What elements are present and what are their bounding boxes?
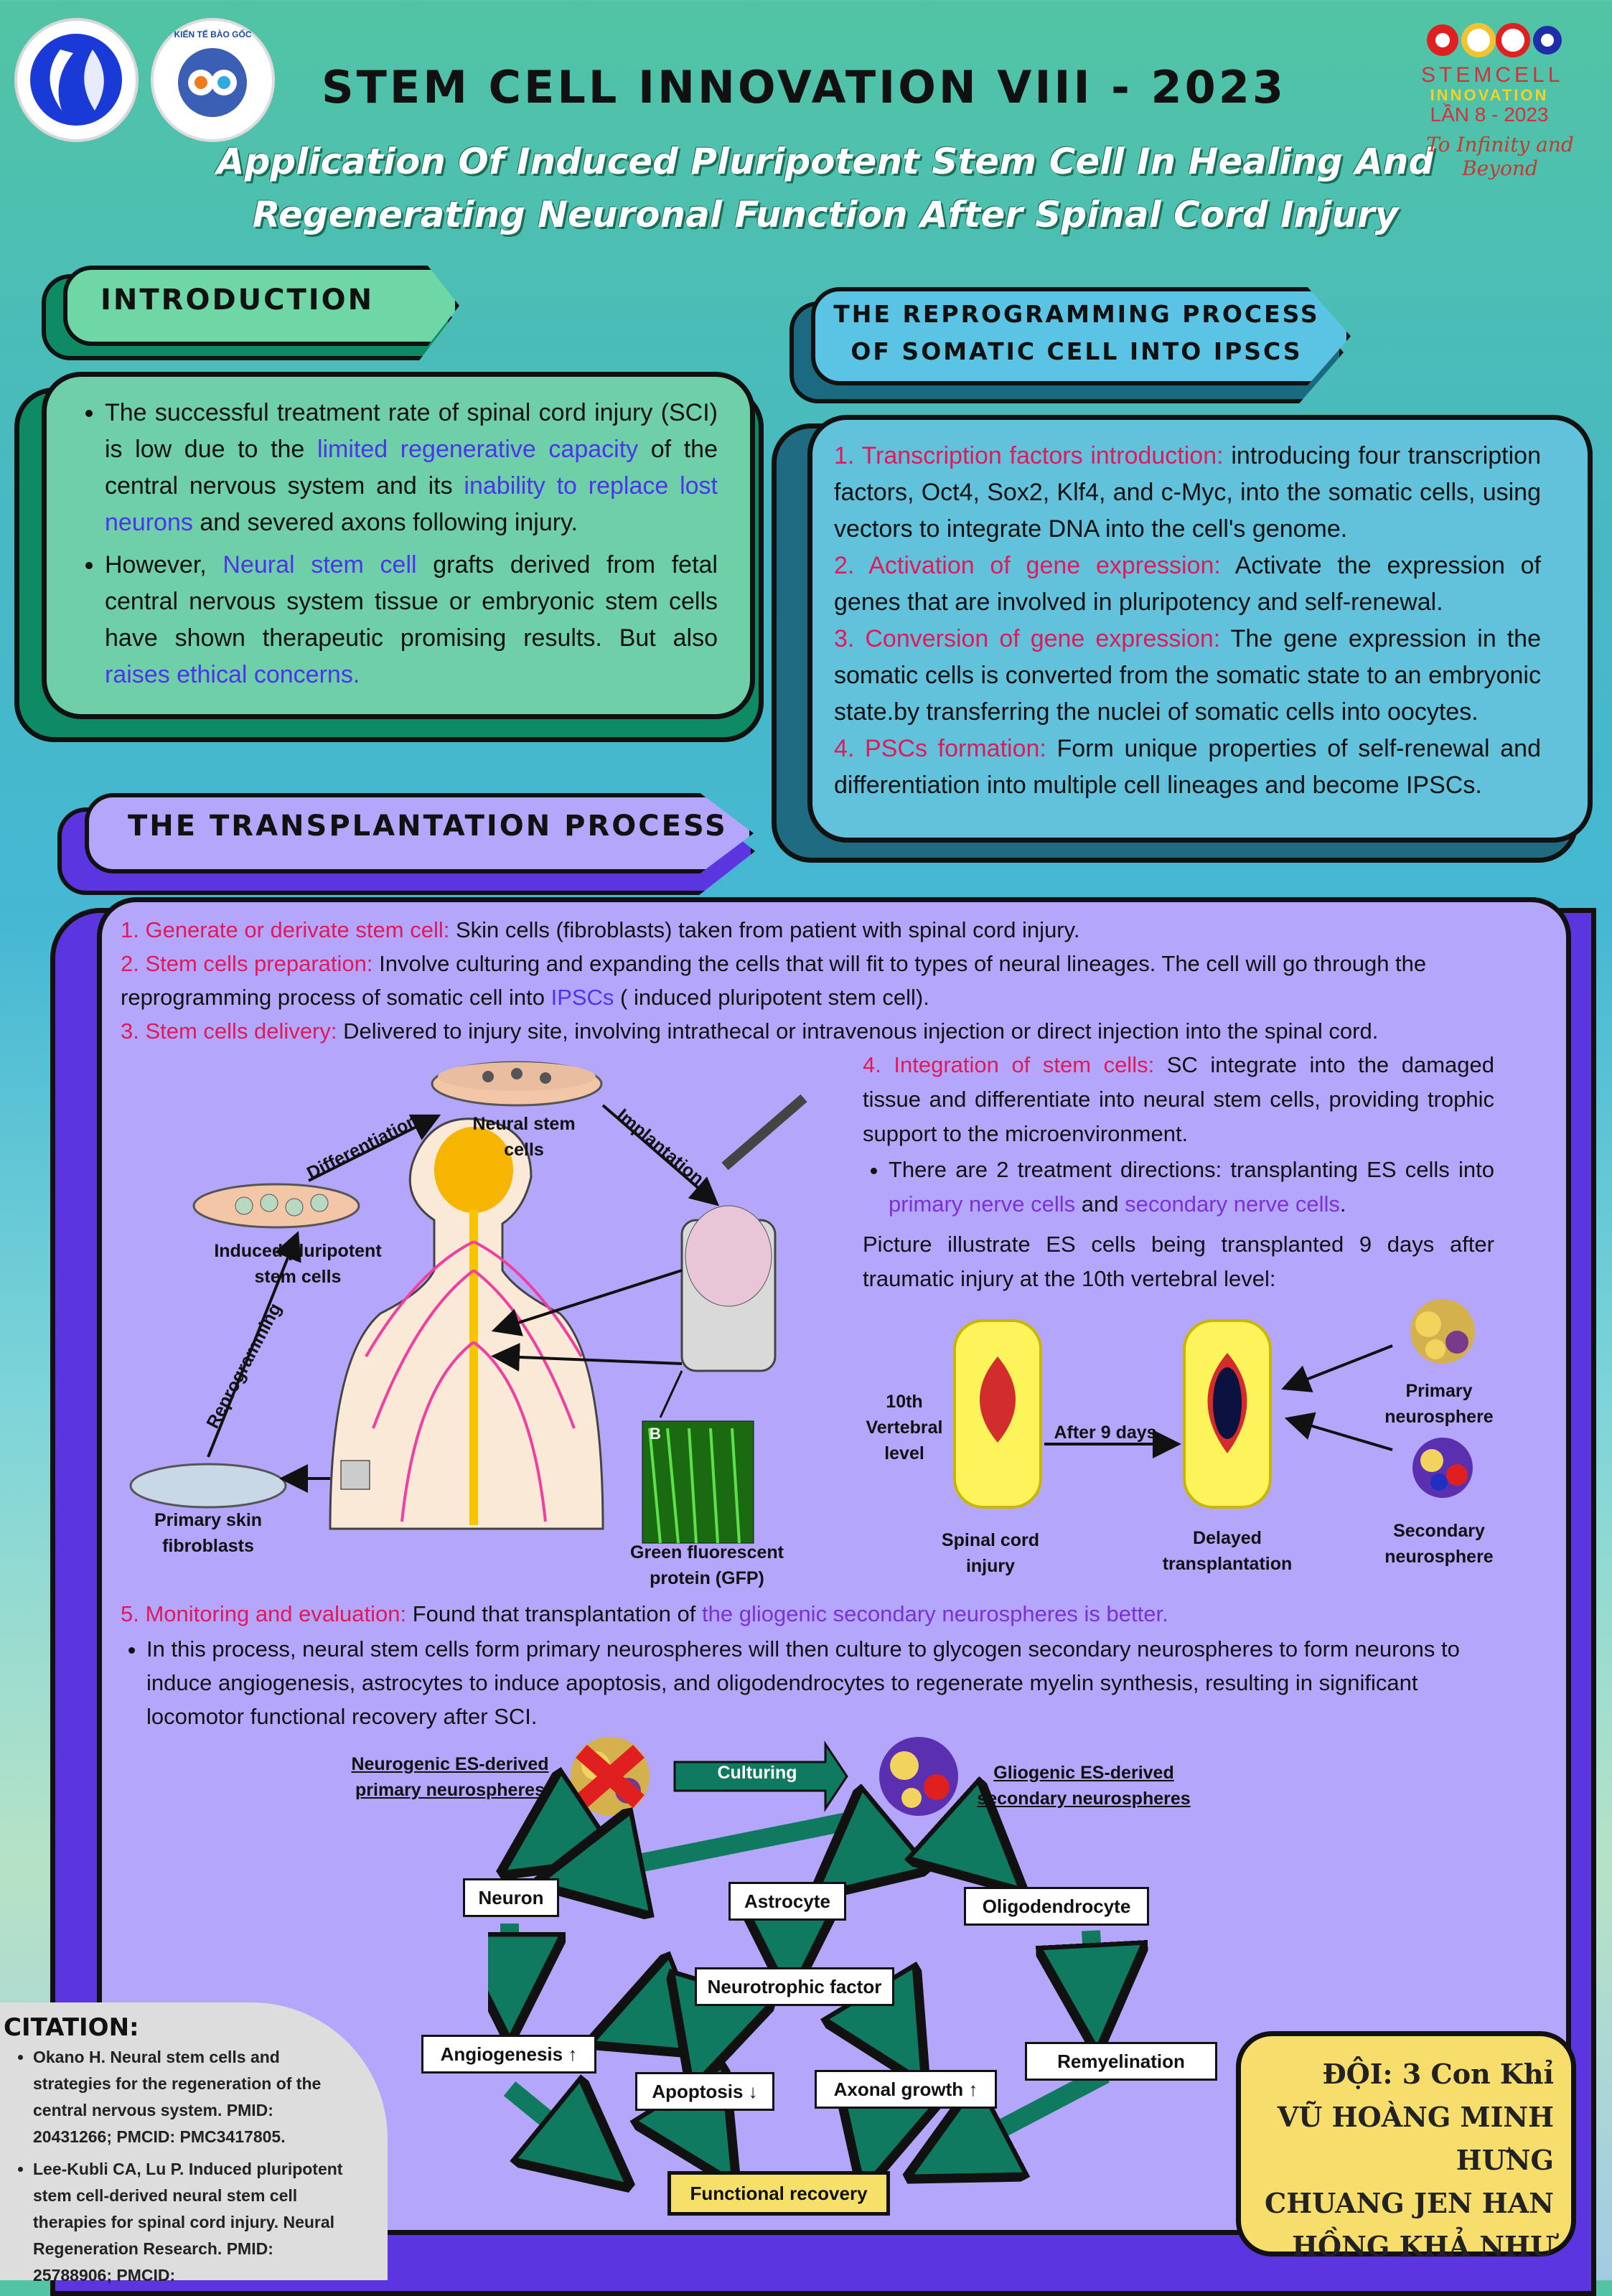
intro-heading-box	[63, 266, 459, 346]
reprog-step-2-title: 2. Activation of gene expression:	[834, 552, 1221, 579]
treatment-directions: There are 2 treatment directions: transp…	[889, 1153, 1494, 1222]
poster-subtitle: Application Of Induced Pluripotent Stem …	[215, 135, 1435, 241]
citation-list: Okano H. Neural stem cells and strategie…	[7, 2044, 349, 2295]
label-neurogenic: Neurogenic ES-derived primary neurospher…	[351, 1754, 549, 1800]
neurotrophic-box: Neurotrophic factor	[695, 1967, 894, 2006]
reprog-box	[807, 415, 1593, 843]
highlight-ipscs: IPSCs	[550, 985, 614, 1010]
secondary-neurosphere-icon-2	[879, 1737, 958, 1816]
fibroblast-dish-icon	[129, 1463, 287, 1509]
intro-text: The successful treatment rate of spinal …	[79, 395, 718, 699]
astrocyte-box: Astrocyte	[728, 1882, 846, 1921]
citation-panel	[0, 2002, 388, 2280]
transplant-step-4-title: 4. Integration of stem cells:	[863, 1052, 1155, 1077]
label-fibroblasts: Primary skin fibroblasts	[154, 1510, 263, 1556]
label-after-days: After 9 days	[1054, 1423, 1157, 1443]
label-culturing: Culturing	[717, 1763, 797, 1783]
brain-icon	[434, 1127, 513, 1213]
poster-title: STEM CELL INNOVATION VIII - 2023	[321, 61, 1287, 113]
citation-heading: CITATION:	[4, 2013, 139, 2042]
organizer-logo	[14, 18, 139, 142]
reprog-heading-box	[811, 287, 1351, 385]
transplant-illustration	[129, 1061, 807, 1544]
remyelination-box: Remyelination	[1025, 2042, 1217, 2081]
highlight-secondary-nerve: secondary nerve cells	[1125, 1191, 1340, 1217]
transplant-heading-box	[85, 793, 754, 873]
label-spinal-injury: Spinal cord injury	[941, 1530, 1040, 1576]
team-member-1: VŨ HOÀNG MINH HƯNG	[1277, 2101, 1554, 2176]
transplant-step-1-title: 1. Generate or derivate stem cell:	[121, 917, 450, 942]
label-vertebral-level: 10th Vertebral level	[866, 1392, 943, 1463]
subtitle-line-1: Application Of Induced Pluripotent Stem …	[216, 141, 1435, 182]
intro-point-1: The successful treatment rate of spinal …	[105, 395, 718, 541]
team-name: ĐỘI: 3 Con Khỉ	[1322, 2058, 1554, 2090]
functional-recovery-box: Functional recovery	[667, 2171, 890, 2216]
label-neural-stem-cells: Neural stem cells	[472, 1114, 576, 1160]
logo2-label: KIẾN TẾ BÀO GỐC	[174, 29, 252, 39]
reprog-heading: THE REPROGRAMMING PROCESS OF SOMATIC CEL…	[833, 300, 1320, 365]
transplant-step-2-title: 2. Stem cells preparation:	[121, 951, 373, 976]
highlight-gliogenic: the gliogenic secondary neurospheres is …	[702, 1601, 1168, 1626]
transplant-step-4: 4. Integration of stem cells: SC integra…	[863, 1048, 1494, 1296]
label-ipsc: Induced pluripotent stem cells	[214, 1241, 382, 1287]
label-gliogenic: Gliogenic ES-derived secondary neurosphe…	[977, 1763, 1191, 1809]
transplant-steps-1-3: 1. Generate or derivate stem cell: Skin …	[121, 917, 1427, 1044]
team-member-2: CHUANG JEN HAN	[1264, 2187, 1554, 2219]
secondary-neurosphere-icon	[1412, 1438, 1473, 1498]
highlight-primary-nerve: primary nerve cells	[889, 1191, 1076, 1217]
citation-item: Okano H. Neural stem cells and strategie…	[33, 2044, 349, 2150]
intro-box	[42, 372, 755, 719]
logo-stemcell: STEMCELL	[1421, 63, 1564, 87]
citation-item: Lee-Kubli CA, Lu P. Induced pluripotent …	[33, 2156, 349, 2289]
transplant-step-3-title: 3. Stem cells delivery:	[121, 1018, 337, 1044]
axonal-growth-box: Axonal growth ↑	[815, 2070, 997, 2109]
highlight-neural-stem-cell: Neural stem cell	[222, 551, 417, 578]
infinity-circles-icon	[1427, 23, 1562, 57]
highlight-ethical: raises ethical concerns.	[105, 661, 360, 688]
slogan: To Infinity and Beyond	[1426, 133, 1574, 180]
neuron-box: Neuron	[463, 1878, 559, 1917]
human-body-icon	[329, 1117, 604, 1530]
apoptosis-box: Apoptosis ↓	[635, 2072, 774, 2111]
monitoring-detail: In this process, neural stem cells form …	[146, 1632, 1513, 1733]
sc-logo-icon	[30, 34, 122, 126]
intro-heading: INTRODUCTION	[100, 284, 375, 317]
oligodendrocyte-box: Oligodendrocyte	[964, 1887, 1149, 1926]
intro-point-2: However, Neural stem cell grafts derived…	[105, 547, 718, 693]
team-box	[1236, 2031, 1576, 2257]
label-delayed-transplantation: Delayed transplantation	[1162, 1528, 1293, 1574]
label-secondary-neurosphere: Secondary neurosphere	[1384, 1521, 1494, 1567]
syringe-icon	[721, 1094, 807, 1171]
subtitle-line-2: Regenerating Neuronal Function After Spi…	[252, 194, 1399, 235]
transplant-step-5-title: 5. Monitoring and evaluation:	[121, 1601, 407, 1626]
injury-illustration	[953, 1299, 1475, 1509]
logo-innovation: INNOVATION	[1430, 86, 1549, 104]
reprog-step-1-title: 1. Transcription factors introduction:	[834, 442, 1224, 469]
reprog-step-3-title: 3. Conversion of gene expression:	[834, 625, 1221, 652]
highlight-inability: inability to replace lost neurons	[105, 472, 718, 536]
event-logo: STEMCELL INNOVATION LẦN 8 - 2023	[1421, 22, 1579, 129]
transplant-step-5: 5. Monitoring and evaluation: Found that…	[121, 1597, 1513, 1739]
primary-neurosphere-cross-icon	[571, 1737, 650, 1816]
gfp-letter: B	[650, 1425, 661, 1443]
highlight-regenerative: limited regenerative capacity	[317, 436, 639, 463]
team-member-3: HỒNG KHẢ NHƯ	[1292, 2230, 1554, 2262]
reprog-text: 1. Transcription factors introduction: i…	[834, 442, 1542, 799]
transplant-heading: THE TRANSPLANTATION PROCESS	[128, 810, 728, 843]
label-primary-neurosphere: Primary neurosphere	[1384, 1381, 1494, 1427]
cell-logo-icon	[178, 48, 247, 117]
primary-neurosphere-icon	[1410, 1299, 1475, 1364]
team-info: ĐỘI: 3 Con Khỉ VŨ HOÀNG MINH HƯNG CHUANG…	[1252, 2053, 1554, 2268]
logo-edition: LẦN 8 - 2023	[1430, 103, 1549, 126]
angiogenesis-box: Angiogenesis ↑	[421, 2035, 596, 2074]
reprog-step-4-title: 4. PSCs formation:	[834, 735, 1046, 762]
stem-cell-club-logo: KIẾN TẾ BÀO GỐC	[151, 18, 275, 142]
label-gfp: Green fluorescent protein (GFP)	[630, 1542, 784, 1588]
